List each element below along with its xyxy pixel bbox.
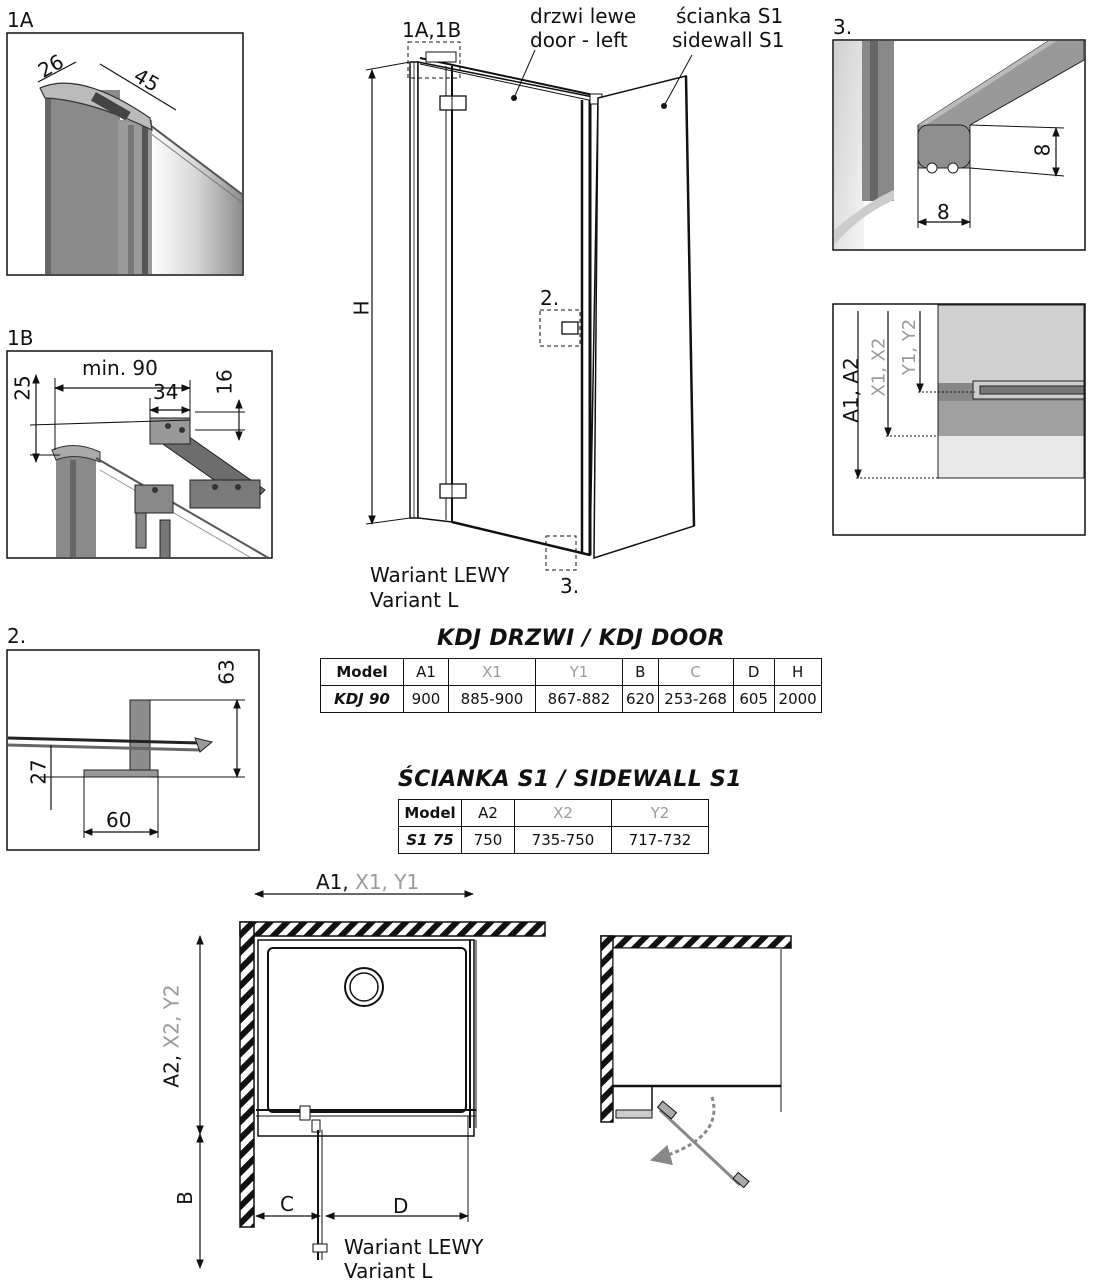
sw-td-model: S1 75	[398, 826, 462, 854]
fig-2-label: 2.	[7, 624, 27, 648]
sidewall-en: sidewall S1	[672, 28, 785, 52]
door-th-model: Model	[320, 658, 404, 686]
detail-2	[6, 649, 260, 851]
door-th-h: H	[773, 658, 822, 686]
door-left-pl: drzwi lewe	[530, 4, 637, 28]
sidewall-table-title: ŚCIANKA S1 / SIDEWALL S1	[398, 767, 742, 792]
door-td-d: 605	[732, 685, 775, 713]
plan-depth-gray: X2, Y2	[159, 984, 184, 1049]
dim-1b-34: 34	[153, 380, 179, 404]
plan-depth-label: A2, X2, Y2	[159, 984, 184, 1088]
callout-3: 3.	[560, 574, 580, 598]
sw-th-model: Model	[398, 799, 462, 827]
sw-td-x2: 735-750	[514, 826, 612, 854]
callout-2: 2.	[540, 286, 560, 310]
callout-1a1b: 1A,1B	[402, 18, 462, 42]
door-td-b: 620	[622, 685, 659, 713]
door-th-b: B	[622, 658, 659, 686]
door-th-x1: X1	[448, 658, 536, 686]
sidewall-table-row: S1 75 750 735-750 717-732	[398, 826, 709, 854]
variant-pl: Wariant LEWY	[370, 563, 510, 587]
variant-en: Variant L	[370, 588, 459, 612]
door-td-x1: 885-900	[448, 685, 536, 713]
dim-1b-16: 16	[212, 369, 237, 395]
sw-th-x2: X2	[514, 799, 612, 827]
door-th-a1: A1	[403, 658, 449, 686]
sw-th-a2: A2	[461, 799, 515, 827]
sidewall-table: Model A2 X2 Y2 S1 75 750 735-750 717-732	[398, 799, 709, 854]
door-td-c: 253-268	[657, 685, 734, 713]
door-left-en: door - left	[530, 28, 628, 52]
dim-1b-25: 25	[10, 375, 35, 401]
fig-1a-label: 1A	[7, 8, 34, 32]
dim-a1a2: A1, A2	[838, 357, 863, 423]
detail-3	[832, 39, 1086, 251]
plan-variant-pl: Wariant LEWY	[344, 1235, 484, 1259]
dim-2-63: 63	[214, 659, 239, 685]
dim-3-8-height: 8	[1030, 143, 1055, 157]
door-swing-plan	[600, 935, 792, 1189]
dim-1b-min90: min. 90	[82, 356, 158, 380]
detail-1a	[6, 32, 244, 276]
fig-3-label: 3.	[833, 15, 853, 39]
shower-elevation	[365, 41, 696, 571]
sidewall-pl: ścianka S1	[676, 4, 784, 28]
plan-c-label: C	[280, 1192, 294, 1216]
door-td-a1: 900	[403, 685, 449, 713]
dim-3-8-width: 8	[937, 200, 950, 224]
door-table: Model A1 X1 Y1 B C D H KDJ 90 900 885-90…	[320, 658, 822, 713]
sw-td-y2: 717-732	[611, 826, 709, 854]
dim-2-27: 27	[26, 759, 51, 785]
door-th-y1: Y1	[535, 658, 623, 686]
door-table-title: KDJ DRZWI / KDJ DOOR	[437, 626, 725, 651]
door-table-row: KDJ 90 900 885-900 867-882 620 253-268 6…	[320, 685, 822, 713]
height-label: H	[349, 300, 374, 316]
sidewall-table-header-row: Model A2 X2 Y2	[398, 799, 709, 827]
fig-1b-label: 1B	[7, 326, 34, 350]
dim-x1x2: X1, X2	[868, 337, 890, 397]
sw-td-a2: 750	[461, 826, 515, 854]
door-td-model: KDJ 90	[320, 685, 404, 713]
plan-width-main: A1,	[316, 870, 356, 894]
plan-width-label: A1, X1, Y1	[316, 872, 419, 892]
door-th-c: C	[657, 658, 734, 686]
plan-b-label: B	[172, 1191, 197, 1205]
door-th-d: D	[732, 658, 775, 686]
plan-variant-en: Variant L	[344, 1259, 433, 1283]
detail-xy	[832, 303, 1086, 536]
plan-width-gray: X1, Y1	[355, 870, 420, 894]
plan-d-label: D	[393, 1194, 409, 1218]
plan-view	[196, 890, 546, 1269]
detail-1b	[6, 350, 273, 559]
sw-th-y2: Y2	[611, 799, 709, 827]
door-table-header-row: Model A1 X1 Y1 B C D H	[320, 658, 822, 686]
plan-depth-main: A2,	[159, 1048, 184, 1088]
door-td-y1: 867-882	[535, 685, 623, 713]
dim-y1y2: Y1, Y2	[899, 318, 921, 376]
dim-2-60: 60	[106, 808, 132, 832]
door-td-h: 2000	[773, 685, 822, 713]
